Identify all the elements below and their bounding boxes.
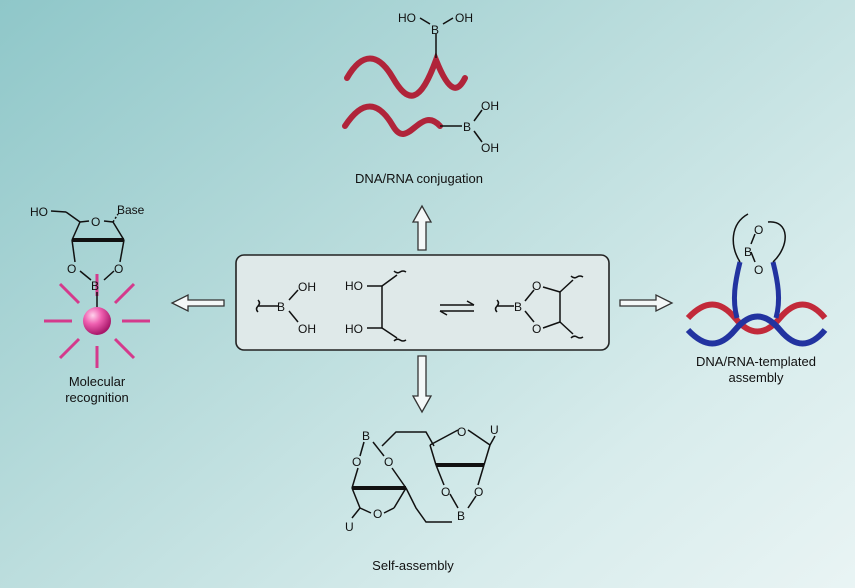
conj-boron-top: B	[431, 23, 439, 37]
boronate-ester: B O O	[494, 275, 584, 339]
templated-caption-line1: DNA/RNA-templated	[696, 354, 816, 369]
strand-bottom	[342, 103, 443, 137]
conjugation-caption: DNA/RNA conjugation	[355, 171, 483, 186]
self-assembly-panel: O U O O B B O O O U Self-assembly	[345, 423, 499, 573]
sa-uracil-2: U	[345, 520, 354, 534]
recog-oxygen-right: O	[114, 262, 123, 276]
templated-panel: B O O DNA/RNA-templated assembly	[685, 213, 828, 385]
recognition-caption-line1: Molecular	[69, 374, 126, 389]
diol: HO HO	[345, 270, 407, 342]
conj-bottom-oh-bottom: OH	[481, 141, 499, 155]
recog-ring-oxygen: O	[91, 215, 100, 229]
recog-oxygen-left: O	[67, 262, 76, 276]
arrow-left	[170, 293, 225, 313]
boronic-acid: B OH OH	[255, 280, 316, 336]
conj-top-oh: OH	[455, 11, 473, 25]
sa-ring-oxygen-2: O	[373, 507, 382, 521]
conjugation-panel: B HO OH B OH OH DNA/RNA conjugation	[342, 11, 499, 186]
sa-oxygen-1a: O	[441, 485, 450, 499]
sa-oxygen-2b: O	[384, 455, 393, 469]
self-assembly-caption: Self-assembly	[372, 558, 454, 573]
sa-oxygen-1b: O	[474, 485, 483, 499]
helix-red	[685, 301, 828, 335]
recog-hydroxyl: HO	[30, 205, 48, 219]
conj-bottom-oh-top: OH	[481, 99, 499, 113]
templ-oxygen-bottom: O	[754, 263, 763, 277]
ester-oxygen-bottom: O	[532, 322, 541, 336]
recog-base-label: Base	[117, 203, 145, 217]
sa-oxygen-2a: O	[352, 455, 361, 469]
boron-label: B	[277, 300, 285, 314]
ester-boron-label: B	[514, 300, 522, 314]
arrow-up	[411, 204, 433, 251]
equilibrium-arrows	[439, 300, 475, 316]
recognition-caption-line2: recognition	[65, 390, 129, 405]
arrow-down	[411, 355, 433, 414]
templ-boron-label: B	[744, 245, 752, 259]
recognition-spokes	[44, 274, 150, 368]
sa-boron-2: B	[362, 429, 370, 443]
sa-ring-oxygen-1: O	[457, 425, 466, 439]
recog-boron-label: B	[91, 279, 99, 293]
ester-oxygen-top: O	[532, 279, 541, 293]
hydroxyl-top-label: OH	[298, 280, 316, 294]
conj-top-ho: HO	[398, 11, 416, 25]
strand-top	[344, 51, 468, 99]
templ-oxygen-top: O	[754, 223, 763, 237]
sa-boron-1: B	[457, 509, 465, 523]
recognition-panel: B O O O HO Base Molecular recognition	[30, 203, 150, 405]
conj-boron-bottom: B	[463, 120, 471, 134]
hydroxyl-bottom-label: OH	[298, 322, 316, 336]
diol-hydroxyl-top: HO	[345, 279, 363, 293]
arrow-right	[619, 293, 674, 313]
diol-hydroxyl-bottom: HO	[345, 322, 363, 336]
helix-blue	[685, 313, 828, 347]
recognition-sphere	[83, 307, 111, 335]
center-equilibrium-box: B OH OH HO HO B	[235, 254, 610, 351]
templated-caption-line2: assembly	[729, 370, 784, 385]
sa-uracil-1: U	[490, 423, 499, 437]
